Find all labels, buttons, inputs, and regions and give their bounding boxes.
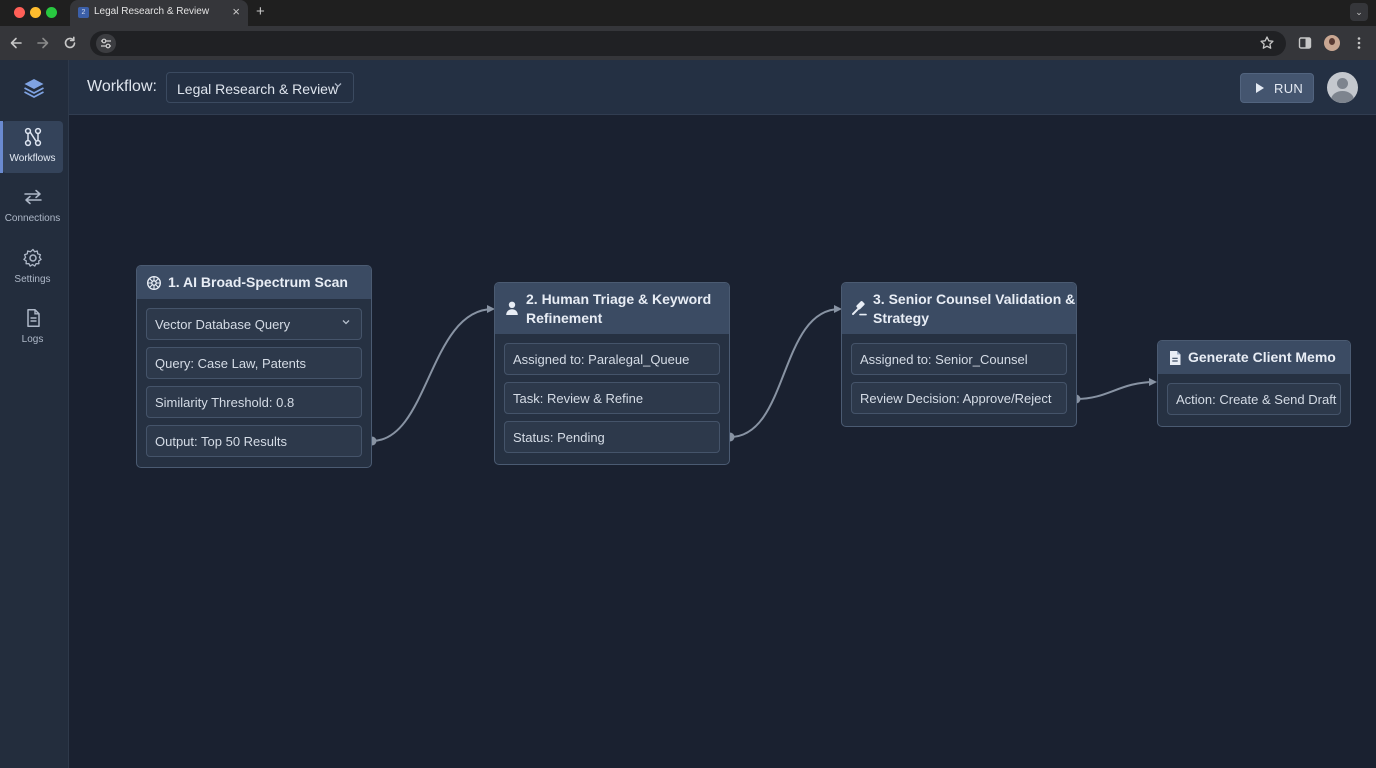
node-senior-counsel[interactable]: 3. Senior Counsel Validation & Strategy … bbox=[841, 282, 1077, 427]
browser-tab[interactable]: 2 Legal Research & Review × bbox=[70, 0, 248, 26]
field-value: Output: Top 50 Results bbox=[155, 434, 288, 449]
site-settings-icon[interactable] bbox=[96, 34, 116, 53]
chevron-down-icon bbox=[341, 317, 351, 330]
bookmark-star-icon[interactable] bbox=[1258, 34, 1276, 52]
field-value: Query: Case Law, Patents bbox=[155, 356, 307, 371]
field-value: Task: Review & Refine bbox=[513, 391, 644, 406]
window-close-button[interactable] bbox=[14, 7, 25, 18]
user-avatar[interactable] bbox=[1327, 72, 1358, 103]
field-value: Action: Create & Send Draft bbox=[1176, 392, 1337, 407]
edge-node2-to-node3[interactable] bbox=[729, 305, 842, 438]
tab-favicon-icon: 2 bbox=[78, 7, 89, 18]
workflow-icon bbox=[23, 127, 43, 147]
tab-close-icon[interactable]: × bbox=[232, 4, 240, 19]
workflow-canvas[interactable]: 1. AI Broad-Spectrum Scan Vector Databas… bbox=[69, 115, 1376, 768]
gear-icon bbox=[23, 248, 43, 268]
sidebar-item-label: Workflows bbox=[9, 153, 56, 164]
address-bar[interactable] bbox=[90, 31, 1286, 56]
node-title: Generate Client Memo bbox=[1188, 349, 1336, 365]
workflow-select[interactable]: Legal Research & Review bbox=[166, 72, 354, 103]
forward-arrow-icon[interactable] bbox=[34, 34, 52, 52]
browser-toolbar bbox=[0, 26, 1376, 60]
run-button-label: RUN bbox=[1274, 81, 1304, 96]
field-value: Assigned to: Senior_Counsel bbox=[860, 352, 1028, 367]
node-field[interactable]: Task: Review & Refine bbox=[504, 382, 720, 414]
user-avatar-body bbox=[1331, 91, 1354, 103]
node-title-line1: 3. Senior Counsel Validation & bbox=[873, 291, 1076, 307]
document-icon bbox=[23, 308, 43, 328]
node-title-line2: Strategy bbox=[873, 310, 930, 326]
document-icon bbox=[1167, 350, 1183, 366]
node-field-select[interactable]: Vector Database Query bbox=[146, 308, 362, 340]
sidebar-item-label: Connections bbox=[4, 213, 61, 224]
node-title-line2: Refinement bbox=[526, 310, 603, 326]
tab-search-button[interactable]: ⌄ bbox=[1350, 3, 1368, 21]
browser-menu-icon[interactable] bbox=[1350, 34, 1368, 52]
node-generate-memo[interactable]: Generate Client Memo Action: Create & Se… bbox=[1157, 340, 1351, 427]
node-field[interactable]: Assigned to: Senior_Counsel bbox=[851, 343, 1067, 375]
field-value: Vector Database Query bbox=[155, 317, 291, 332]
edge-node3-to-node4[interactable] bbox=[1075, 378, 1157, 400]
workflow-header: Workflow: Legal Research & Review RUN bbox=[69, 60, 1376, 115]
sidebar-item-label: Logs bbox=[21, 334, 44, 345]
profile-avatar-icon[interactable] bbox=[1324, 35, 1340, 51]
node-field[interactable]: Output: Top 50 Results bbox=[146, 425, 362, 457]
tab-title: Legal Research & Review bbox=[94, 6, 210, 17]
workflow-label: Workflow: bbox=[87, 78, 157, 95]
new-tab-button[interactable]: + bbox=[256, 3, 265, 20]
node-human-triage[interactable]: 2. Human Triage & Keyword Refinement Ass… bbox=[494, 282, 730, 465]
node-field[interactable]: Query: Case Law, Patents bbox=[146, 347, 362, 379]
node-header[interactable]: 2. Human Triage & Keyword Refinement bbox=[495, 283, 729, 334]
node-header[interactable]: 3. Senior Counsel Validation & Strategy bbox=[842, 283, 1076, 334]
node-field[interactable]: Similarity Threshold: 0.8 bbox=[146, 386, 362, 418]
field-value: Assigned to: Paralegal_Queue bbox=[513, 352, 690, 367]
field-value: Similarity Threshold: 0.8 bbox=[155, 395, 295, 410]
sidebar-item-logs[interactable]: Logs bbox=[2, 302, 63, 354]
reload-icon[interactable] bbox=[61, 34, 79, 52]
side-panel-icon[interactable] bbox=[1296, 34, 1314, 52]
ai-chip-icon bbox=[146, 275, 162, 291]
browser-tabstrip: 2 Legal Research & Review × + ⌄ bbox=[0, 0, 1376, 26]
node-ai-scan[interactable]: 1. AI Broad-Spectrum Scan Vector Databas… bbox=[136, 265, 372, 468]
chevron-down-icon bbox=[333, 80, 343, 93]
sidebar-item-settings[interactable]: Settings bbox=[2, 242, 63, 294]
connections-icon bbox=[23, 187, 43, 207]
layers-logo-icon[interactable] bbox=[22, 76, 46, 100]
user-avatar-head bbox=[1337, 78, 1348, 89]
sidebar-item-connections[interactable]: Connections bbox=[2, 181, 63, 233]
workflow-app: Workflows Connections Settings bbox=[0, 60, 1376, 768]
node-field[interactable]: Assigned to: Paralegal_Queue bbox=[504, 343, 720, 375]
sidebar-item-workflows[interactable]: Workflows bbox=[0, 121, 63, 173]
node-title-line1: 2. Human Triage & Keyword bbox=[526, 291, 712, 307]
field-value: Review Decision: Approve/Reject bbox=[860, 391, 1052, 406]
node-field[interactable]: Review Decision: Approve/Reject bbox=[851, 382, 1067, 414]
window-maximize-button[interactable] bbox=[46, 7, 57, 18]
sidebar-item-label: Settings bbox=[14, 274, 51, 285]
sidebar: Workflows Connections Settings bbox=[0, 60, 69, 768]
gavel-icon bbox=[851, 300, 867, 316]
person-icon bbox=[504, 300, 520, 316]
node-title: 1. AI Broad-Spectrum Scan bbox=[168, 274, 348, 290]
node-field[interactable]: Status: Pending bbox=[504, 421, 720, 453]
play-icon bbox=[1256, 83, 1264, 93]
window-minimize-button[interactable] bbox=[30, 7, 41, 18]
edge-node1-to-node2[interactable] bbox=[371, 305, 495, 442]
node-field[interactable]: Action: Create & Send Draft bbox=[1167, 383, 1341, 415]
run-button[interactable]: RUN bbox=[1240, 73, 1314, 103]
workflow-select-value: Legal Research & Review bbox=[177, 81, 339, 97]
back-arrow-icon[interactable] bbox=[7, 34, 25, 52]
node-header[interactable]: Generate Client Memo bbox=[1158, 341, 1350, 374]
node-header[interactable]: 1. AI Broad-Spectrum Scan bbox=[137, 266, 371, 299]
field-value: Status: Pending bbox=[513, 430, 605, 445]
